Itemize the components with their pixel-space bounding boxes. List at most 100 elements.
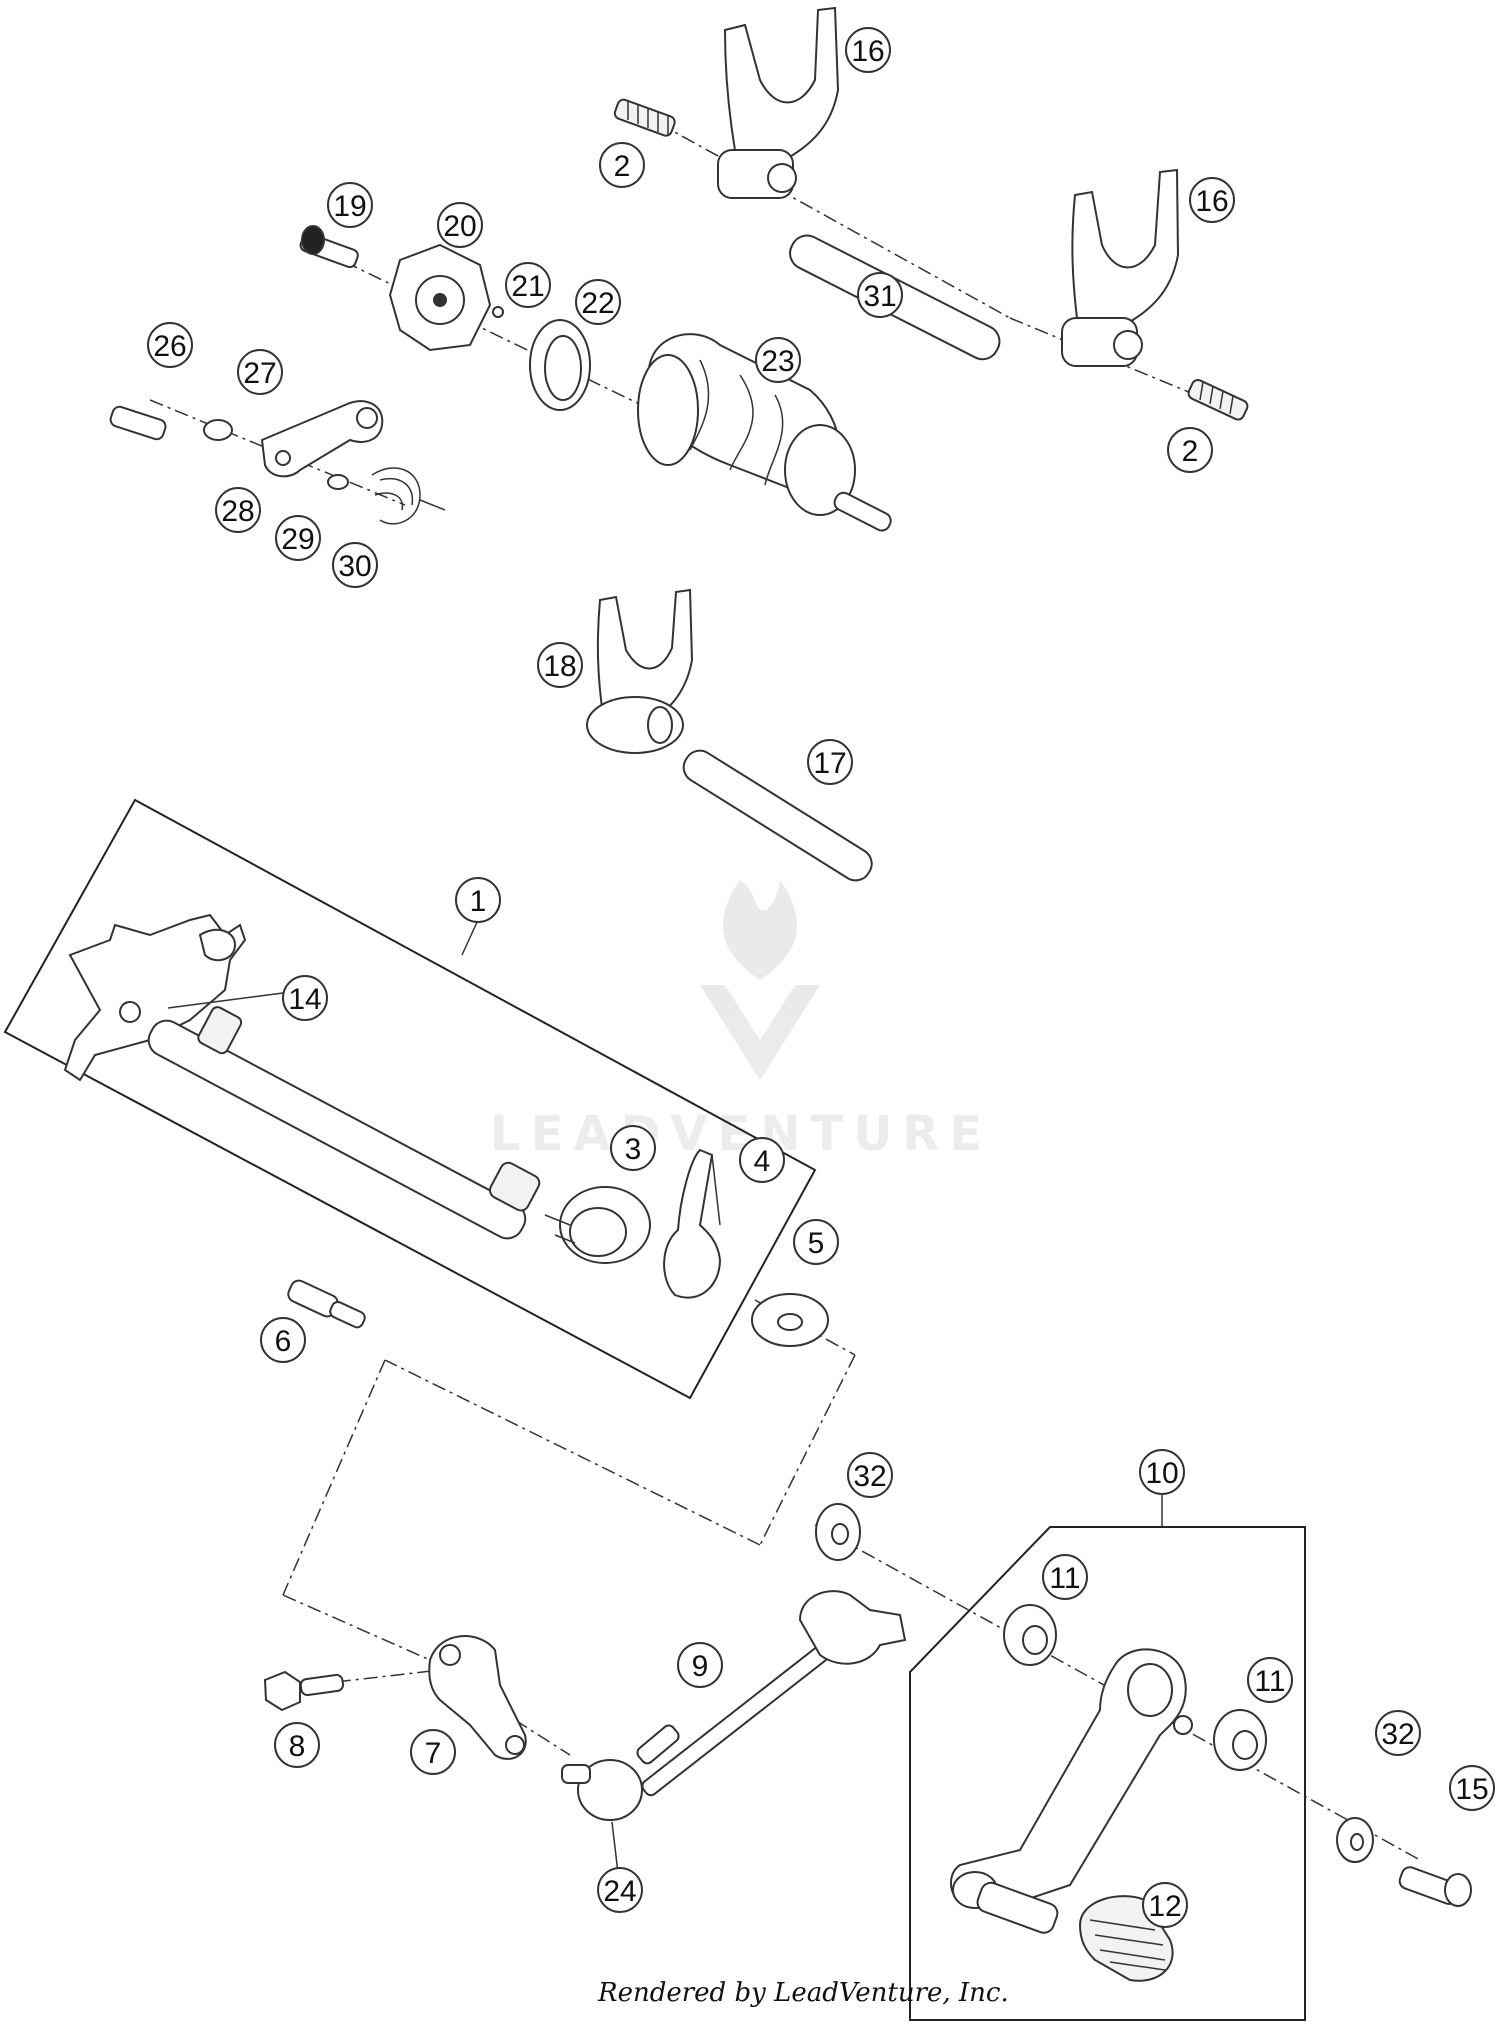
- bearing-22: [529, 319, 591, 411]
- svg-text:12: 12: [1148, 1890, 1181, 1923]
- callout-31: 31: [857, 272, 903, 318]
- callout-14: 14: [282, 975, 328, 1021]
- spring-30: [371, 467, 446, 525]
- bolt-26: [109, 405, 167, 441]
- shift-arm-7: [428, 1635, 527, 1760]
- svg-text:21: 21: [511, 270, 544, 303]
- shift-fork-middle-18: [586, 588, 694, 754]
- watermark-logo: [700, 880, 820, 1080]
- washer-29: [327, 474, 349, 490]
- svg-text:17: 17: [813, 747, 846, 780]
- callout-21: 21: [505, 262, 551, 308]
- shift-shaft-1: [63, 913, 541, 1240]
- svg-text:27: 27: [243, 357, 276, 390]
- callout-17: 17: [807, 739, 853, 785]
- svg-text:32: 32: [1381, 1718, 1414, 1751]
- callout-16-lower: 16: [1189, 177, 1235, 223]
- callout-16-upper: 16: [845, 27, 891, 73]
- callout-18: 18: [537, 642, 583, 688]
- svg-text:10: 10: [1145, 1457, 1178, 1490]
- detent-spring-lower: [1187, 378, 1249, 421]
- group-box-shift-lever: [909, 1526, 1306, 2021]
- svg-text:23: 23: [761, 345, 794, 378]
- svg-text:32: 32: [853, 1460, 886, 1493]
- callout-29: 29: [275, 515, 321, 561]
- callout-30: 30: [332, 542, 378, 588]
- callout-5: 5: [793, 1219, 839, 1265]
- svg-text:1: 1: [470, 885, 487, 918]
- stud-6: [287, 1279, 366, 1329]
- svg-text:18: 18: [543, 650, 576, 683]
- washer-5: [751, 1293, 829, 1347]
- shift-fork-upper-right: [1061, 168, 1180, 367]
- svg-text:3: 3: [625, 1133, 642, 1166]
- callout-32-upper: 32: [847, 1452, 893, 1498]
- callout-19: 19: [327, 182, 373, 228]
- callout-11-left: 11: [1042, 1554, 1088, 1600]
- bearing-11-right: [1213, 1709, 1267, 1771]
- callout-4: 4: [739, 1137, 785, 1183]
- svg-text:16: 16: [1195, 185, 1228, 218]
- callout-15: 15: [1449, 1765, 1495, 1811]
- svg-text:26: 26: [153, 330, 186, 363]
- washer-32-upper: [815, 1503, 861, 1561]
- shift-lever-10: [950, 1648, 1193, 1934]
- group-box-shift-shaft: [3, 798, 817, 1400]
- svg-text:22: 22: [581, 287, 614, 320]
- svg-text:24: 24: [603, 1875, 636, 1908]
- fork-rod-17: [682, 749, 873, 882]
- bolt-19: [299, 225, 359, 269]
- callout-23: 23: [755, 337, 801, 383]
- svg-text:20: 20: [443, 210, 476, 243]
- callout-32-lower: 32: [1375, 1710, 1421, 1756]
- svg-text:28: 28: [221, 495, 254, 528]
- callout-1: 1: [455, 877, 501, 923]
- callout-2-upper: 2: [599, 142, 645, 188]
- callout-8: 8: [274, 1722, 320, 1768]
- ball-joint-24: [561, 1724, 680, 1821]
- callout-6: 6: [260, 1317, 306, 1363]
- callout-22: 22: [575, 279, 621, 325]
- svg-text:14: 14: [288, 983, 321, 1016]
- detent-spring-upper: [613, 98, 676, 137]
- svg-text:15: 15: [1455, 1773, 1488, 1806]
- callout-9: 9: [677, 1642, 723, 1688]
- shift-drum-cam-20: [388, 243, 492, 352]
- callout-10: 10: [1139, 1449, 1185, 1495]
- callout-28: 28: [215, 487, 261, 533]
- svg-text:31: 31: [863, 280, 896, 313]
- dowel-pin-21: [492, 306, 504, 318]
- svg-text:7: 7: [425, 1737, 442, 1770]
- callout-20: 20: [437, 202, 483, 248]
- callout-27: 27: [237, 349, 283, 395]
- bearing-11-left: [1003, 1604, 1057, 1666]
- return-spring-4: [663, 1148, 722, 1299]
- callout-24: 24: [597, 1867, 643, 1913]
- washer-32-lower: [1336, 1817, 1374, 1863]
- svg-text:30: 30: [338, 550, 371, 583]
- shift-rod-9: [641, 1590, 907, 1797]
- svg-text:16: 16: [851, 35, 884, 68]
- svg-text:2: 2: [1182, 435, 1199, 468]
- svg-text:11: 11: [1049, 1562, 1080, 1595]
- callout-7: 7: [410, 1729, 456, 1775]
- svg-text:11: 11: [1254, 1665, 1285, 1698]
- washer-27: [203, 419, 233, 441]
- shift-drum-23: [637, 333, 892, 532]
- detent-lever-28: [260, 400, 384, 478]
- bolt-15: [1398, 1866, 1472, 1907]
- callout-12: 12: [1142, 1882, 1188, 1928]
- svg-text:6: 6: [275, 1325, 292, 1358]
- return-spring-guide-3: [544, 1186, 651, 1264]
- shift-fork-upper-left: [717, 6, 840, 199]
- svg-text:4: 4: [754, 1145, 771, 1178]
- svg-text:5: 5: [808, 1227, 825, 1260]
- svg-text:8: 8: [289, 1730, 306, 1763]
- render-credit: Rendered by LeadVenture, Inc.: [598, 1978, 1009, 2008]
- callout-2-lower: 2: [1167, 427, 1213, 473]
- callout-26: 26: [147, 322, 193, 368]
- callout-11-right: 11: [1247, 1657, 1293, 1703]
- svg-text:29: 29: [281, 523, 314, 556]
- svg-text:2: 2: [614, 150, 631, 183]
